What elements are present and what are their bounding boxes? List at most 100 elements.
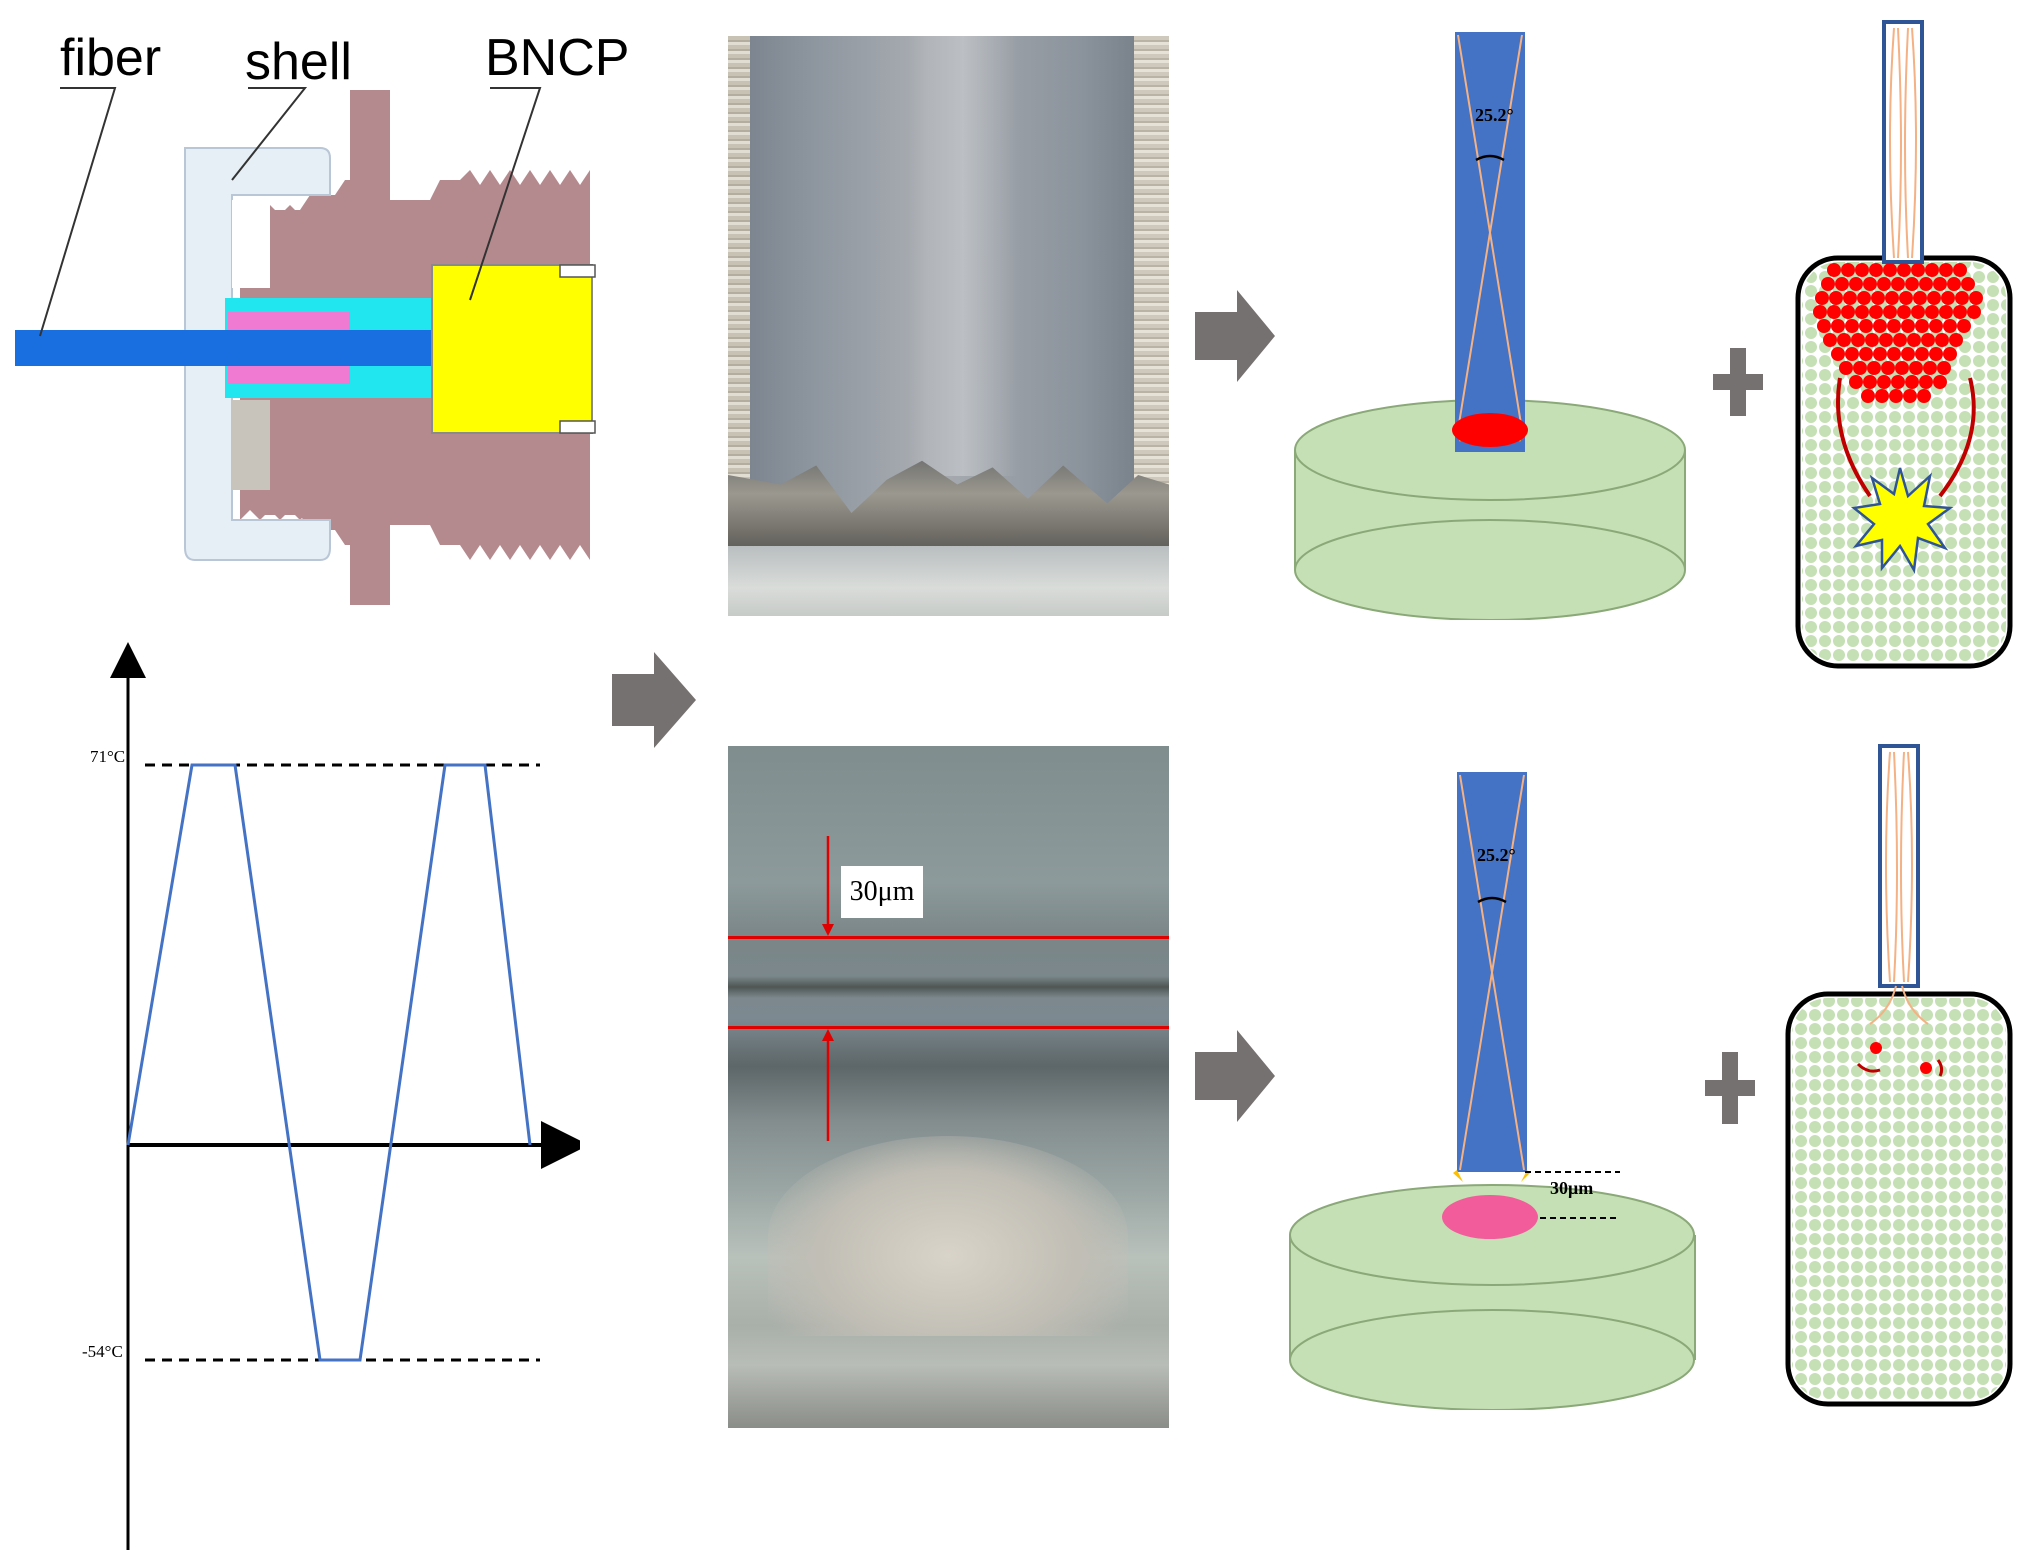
red-particle: [1919, 277, 1933, 291]
red-particle: [1929, 319, 1943, 333]
red-particle-cluster: [1813, 263, 1983, 403]
device-bottom-svg: [1785, 744, 2013, 1407]
red-particle: [1953, 263, 1967, 277]
red-particle: [1849, 375, 1863, 389]
red-particle: [1829, 291, 1843, 305]
temp-chart-svg: [110, 642, 589, 1550]
fiber-label: fiber: [60, 29, 162, 87]
thickness-arrows: [822, 836, 834, 1141]
gap-label: 30μm: [849, 876, 915, 907]
beam-bottom-svg: [1289, 772, 1696, 1411]
device-bottom: [1780, 742, 2020, 1412]
red-particle: [1909, 361, 1923, 375]
red-particle: [1827, 263, 1841, 277]
temperature-cycle-chart: 71°C -54°C: [60, 640, 589, 1555]
red-particle: [1849, 277, 1863, 291]
red-particle: [1941, 291, 1955, 305]
red-particle: [1823, 333, 1837, 347]
high-temp-label: 71°C: [90, 747, 126, 766]
red-particle: [1933, 277, 1947, 291]
fiber: [15, 330, 435, 366]
red-particle: [1891, 277, 1905, 291]
red-particle: [1915, 347, 1929, 361]
low-temp-label: -54°C: [82, 1342, 123, 1361]
red-particle: [1891, 375, 1905, 389]
red-particle: [1915, 319, 1929, 333]
bncp-block: [431, 264, 593, 434]
red-particle: [1967, 305, 1981, 319]
red-particle: [1935, 333, 1949, 347]
red-particle: [1933, 375, 1947, 389]
pink-spot: [1442, 1195, 1538, 1239]
leader-lines: [39, 87, 542, 337]
red-particle: [1815, 291, 1829, 305]
arrow-right-icon: [1195, 290, 1275, 382]
red-particle: [1947, 277, 1961, 291]
explosion-icon: [1850, 467, 1954, 574]
red-particle: [1841, 263, 1855, 277]
device-top: [1790, 18, 2020, 673]
red-particle: [1871, 291, 1885, 305]
shell: [184, 147, 331, 561]
red-particle: [1937, 361, 1951, 375]
red-particle: [1817, 319, 1831, 333]
red-particle: [1863, 375, 1877, 389]
red-particle: [1921, 333, 1935, 347]
red-particle: [1939, 263, 1953, 277]
red-particle: [1943, 347, 1957, 361]
red-particle: [1851, 333, 1865, 347]
red-particle: [1863, 277, 1877, 291]
red-particle: [1911, 305, 1925, 319]
red-particle: [1877, 375, 1891, 389]
red-particle: [1897, 263, 1911, 277]
red-particle: [1917, 389, 1931, 403]
red-particle: [1867, 361, 1881, 375]
red-particle: [1869, 263, 1883, 277]
red-particle: [1859, 347, 1873, 361]
gap-label-box: 30μm: [841, 866, 923, 918]
beam-gap-label: 30μm: [1550, 1178, 1594, 1198]
arrow-right-icon: [612, 652, 696, 748]
connector-svg: [15, 87, 596, 605]
red-particle: [1881, 361, 1895, 375]
red-particle: [1907, 333, 1921, 347]
red-particle: [1885, 291, 1899, 305]
red-particle: [1855, 263, 1869, 277]
device-top-svg: [1795, 20, 2013, 669]
red-particle: [1905, 375, 1919, 389]
red-particle: [1855, 305, 1869, 319]
red-particle: [1929, 347, 1943, 361]
shell-label: shell: [245, 33, 352, 91]
red-particle: [1901, 347, 1915, 361]
red-particle: [1839, 361, 1853, 375]
red-particle: [1969, 291, 1983, 305]
beam-angle-label: 25.2°: [1477, 845, 1516, 865]
beam-angle-label: 25.2°: [1475, 105, 1514, 125]
red-particles: [1870, 1042, 1932, 1074]
red-particle: [1865, 333, 1879, 347]
red-particle: [1877, 277, 1891, 291]
arrow-right-icon: [1195, 1030, 1275, 1122]
red-particle: [1903, 389, 1917, 403]
red-particle: [1883, 263, 1897, 277]
red-particle: [1875, 389, 1889, 403]
red-particle: [1887, 319, 1901, 333]
beam-rays: [1459, 774, 1525, 1171]
red-particle: [1873, 319, 1887, 333]
red-particle: [1859, 319, 1873, 333]
beam-diagram-top: 25.2°: [1290, 30, 1690, 621]
red-particle: [1835, 277, 1849, 291]
red-particle: [1913, 291, 1927, 305]
red-particle: [1943, 319, 1957, 333]
red-particle: [1939, 305, 1953, 319]
red-particle: [1905, 277, 1919, 291]
red-particle: [1861, 389, 1875, 403]
red-particle: [1923, 361, 1937, 375]
plus-icon: [1713, 348, 1763, 416]
bncp-label: BNCP: [485, 29, 630, 87]
red-particle: [1887, 347, 1901, 361]
red-particle: [1957, 319, 1971, 333]
red-particle: [1911, 263, 1925, 277]
red-particle: [1831, 347, 1845, 361]
beam-rays: [1457, 34, 1523, 431]
